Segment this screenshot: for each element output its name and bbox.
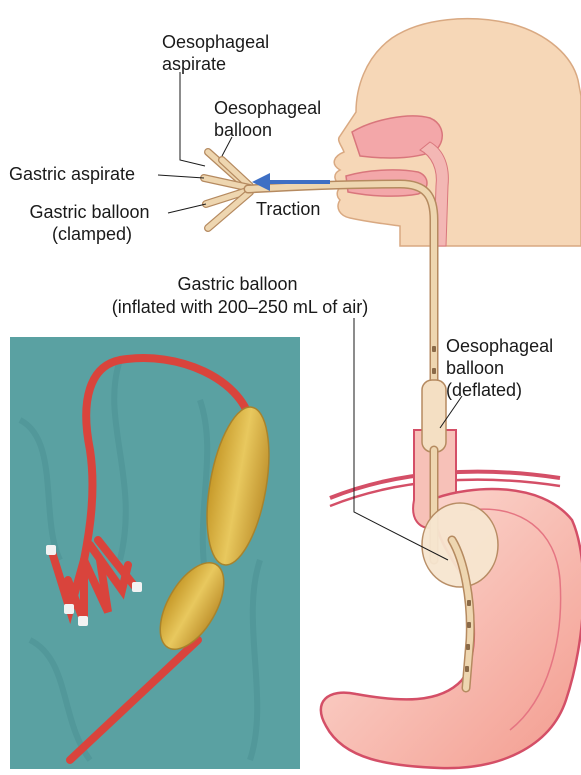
label-oesophageal-balloon-deflated: Oesophageal balloon (deflated)	[446, 336, 558, 400]
label-gastric-balloon-clamped: Gastric balloon (clamped)	[29, 202, 154, 244]
tube-ports	[204, 152, 250, 228]
stomach-illustration	[321, 430, 581, 768]
label-oesophageal-aspirate: Oesophageal aspirate	[162, 32, 274, 74]
tube-photograph	[10, 337, 300, 769]
leader-oesophageal-aspirate	[180, 72, 205, 166]
label-gastric-aspirate: Gastric aspirate	[9, 164, 135, 184]
leader-gastric-balloon-clamped	[168, 204, 206, 213]
leader-gastric-aspirate	[158, 175, 204, 178]
label-gastric-balloon-inflated: Gastric balloon (inflated with 200–250 m…	[112, 274, 368, 317]
oesophageal-balloon-deflated	[422, 380, 446, 452]
label-oesophageal-balloon: Oesophageal balloon	[214, 98, 326, 140]
label-traction: Traction	[256, 199, 320, 219]
head-illustration	[334, 19, 581, 246]
